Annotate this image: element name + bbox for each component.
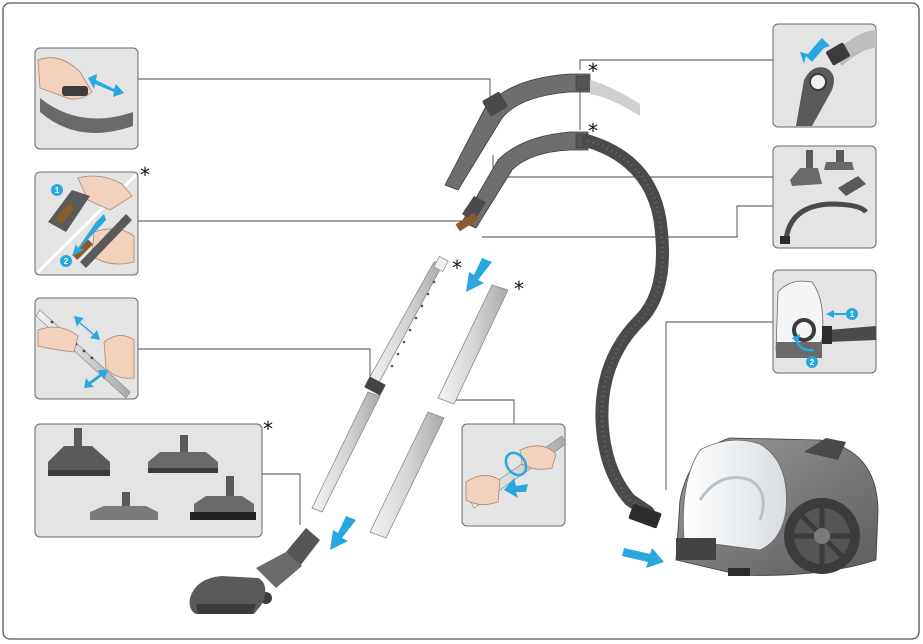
asterisk: * xyxy=(263,417,273,441)
step-badge xyxy=(60,255,72,267)
hand-icon xyxy=(91,228,135,265)
leader-accessories xyxy=(482,205,773,238)
panel-floor-nozzles xyxy=(34,423,263,538)
floor-nozzle-icon xyxy=(190,476,256,520)
arrow-icon xyxy=(504,451,528,498)
panel-slider xyxy=(34,47,139,150)
hose-icon xyxy=(828,326,876,342)
floor-nozzle-icon xyxy=(189,528,320,614)
hand-icon xyxy=(77,175,133,211)
asterisk: * xyxy=(514,277,524,301)
handle-upper xyxy=(444,73,640,191)
arrow-icon xyxy=(800,38,830,64)
asterisk: * xyxy=(140,163,150,187)
hand-icon xyxy=(37,326,79,353)
tube-two-part xyxy=(369,284,509,539)
crevice-tool-icon xyxy=(838,176,866,196)
panel-tube-joint xyxy=(461,423,567,527)
hose-icon xyxy=(783,201,868,241)
floor-nozzle-icon xyxy=(48,428,110,476)
asterisk: * xyxy=(588,59,598,83)
hose-icon xyxy=(581,134,669,519)
leader-telescopic-panel xyxy=(138,348,371,380)
leader-lines xyxy=(138,59,773,525)
floor-nozzle-icon xyxy=(90,492,158,520)
tube-telescopic xyxy=(311,255,449,513)
slider-icon xyxy=(62,86,88,96)
hose-end-icon xyxy=(628,503,662,529)
step-badge-label: 2 xyxy=(810,358,815,367)
floor-nozzle-icon xyxy=(148,435,218,473)
vacuum-cleaner-icon xyxy=(675,437,879,576)
panel-hose-swivel xyxy=(772,23,877,128)
panel-telescopic xyxy=(34,297,139,400)
asterisk: * xyxy=(452,256,462,280)
floor-nozzle-icon xyxy=(790,150,822,186)
panel-release: 1 2 xyxy=(34,171,139,276)
arrow-icon xyxy=(74,316,108,388)
leader-tube-joint xyxy=(450,399,515,424)
asterisk: * xyxy=(588,119,598,143)
step-badge xyxy=(806,356,818,368)
leader-slider-panel xyxy=(138,78,491,100)
step-badge-label: 1 xyxy=(55,186,60,195)
arrow-icon xyxy=(72,214,106,256)
leader-hose-swivel xyxy=(579,59,773,70)
leader-hose-inlet xyxy=(665,321,773,490)
arrow-icon xyxy=(792,310,846,352)
hand-icon xyxy=(465,475,501,505)
step-badge-label: 1 xyxy=(850,310,855,319)
brush-tool-icon xyxy=(824,150,854,170)
tube-part-icon xyxy=(80,214,132,268)
hand-icon xyxy=(519,445,557,470)
handle-lower xyxy=(455,131,589,232)
panel-hose-inlet: 1 2 xyxy=(772,269,877,374)
panel-accessories xyxy=(772,145,877,249)
arrow-icon xyxy=(88,74,124,97)
handle-grip-shape xyxy=(40,98,133,133)
step-badge-label: 2 xyxy=(64,257,69,266)
hand-icon xyxy=(103,335,135,379)
step-badge xyxy=(51,184,63,196)
leader-floor-nozzle xyxy=(262,473,301,525)
arrow-icon xyxy=(330,258,664,568)
step-badge xyxy=(846,308,858,320)
